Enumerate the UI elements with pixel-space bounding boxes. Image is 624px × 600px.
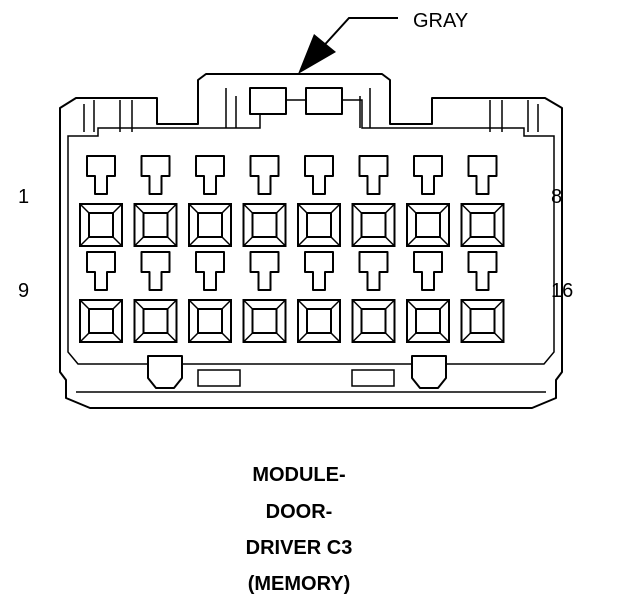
pin-cavity-inner — [415, 212, 441, 238]
pin-latch-tab — [467, 251, 498, 291]
pin-cavity-inner — [251, 212, 278, 238]
pin-cavity-2 — [133, 155, 178, 247]
pin-cavity-inner — [306, 308, 332, 334]
pin-latch-tab — [413, 251, 443, 291]
pin-cavity-7 — [406, 155, 450, 247]
pin-cavity-bevel — [79, 203, 123, 247]
pin-cavities — [79, 155, 505, 343]
pin-cavity-8 — [460, 155, 505, 247]
pin-cavity-inner — [142, 212, 169, 238]
pin-cavity-15 — [406, 251, 450, 343]
pin-cavity-inner — [251, 308, 278, 334]
pin-cavity-bevel — [351, 203, 396, 247]
pin-cavity-bevel — [242, 299, 287, 343]
pin-latch-tab — [304, 251, 334, 291]
latch-block-right — [305, 87, 343, 115]
pin-cavity-bevel — [406, 299, 450, 343]
pin-cavity-inner — [88, 212, 114, 238]
side-tower-left — [83, 100, 133, 132]
pin-label-8: 8 — [551, 186, 562, 208]
pin-cavity-inner — [197, 308, 223, 334]
latch-block-left — [249, 87, 287, 115]
pin-cavity-inner — [360, 212, 387, 238]
title-line-3: DRIVER C3 — [246, 537, 353, 559]
pin-cavity-bevel — [188, 203, 232, 247]
pin-cavity-bevel — [297, 203, 341, 247]
pin-cavity-bevel — [351, 299, 396, 343]
pin-latch-tab — [86, 251, 116, 291]
pin-latch-tab — [358, 251, 389, 291]
pin-cavity-inner — [197, 212, 223, 238]
pin-cavity-bevel — [188, 299, 232, 343]
pin-latch-tab — [413, 155, 443, 195]
pin-cavity-inner — [306, 212, 332, 238]
color-label: GRAY — [413, 10, 468, 32]
pin-cavity-inner — [88, 308, 114, 334]
connector-title: MODULE- DOOR- DRIVER C3 (MEMORY) — [246, 464, 353, 595]
pin-latch-tab — [140, 251, 171, 291]
pin-cavity-12 — [242, 251, 287, 343]
pin-cavity-5 — [297, 155, 341, 247]
pin-cavity-bevel — [460, 203, 505, 247]
pin-latch-tab — [140, 155, 171, 195]
pin-cavity-inner — [415, 308, 441, 334]
pin-cavity-13 — [297, 251, 341, 343]
pin-cavity-bevel — [79, 299, 123, 343]
pin-latch-tab — [249, 155, 280, 195]
title-line-4: (MEMORY) — [248, 573, 351, 595]
pin-cavity-bevel — [242, 203, 287, 247]
pin-cavity-1 — [79, 155, 123, 247]
pin-cavity-bevel — [133, 299, 178, 343]
pin-cavity-inner — [360, 308, 387, 334]
pin-cavity-9 — [79, 251, 123, 343]
pin-cavity-bevel — [297, 299, 341, 343]
pin-cavity-10 — [133, 251, 178, 343]
pin-latch-tab — [304, 155, 334, 195]
pin-cavity-bevel — [460, 299, 505, 343]
pin-cavity-inner — [142, 308, 169, 334]
connector-body — [59, 73, 563, 409]
pin-cavity-bevel — [406, 203, 450, 247]
bottom-slot-right — [351, 369, 395, 387]
bottom-foot-right — [411, 355, 447, 389]
pin-latch-tab — [467, 155, 498, 195]
title-line-1: MODULE- — [252, 464, 345, 486]
bottom-slot-left — [197, 369, 241, 387]
pin-cavity-inner — [469, 212, 496, 238]
pin-label-1: 1 — [18, 186, 29, 208]
bottom-foot-left — [147, 355, 183, 389]
pin-latch-tab — [358, 155, 389, 195]
pin-cavity-14 — [351, 251, 396, 343]
connector-shell — [59, 73, 563, 409]
pin-latch-tab — [195, 251, 225, 291]
pin-cavity-inner — [469, 308, 496, 334]
pin-label-16: 16 — [551, 280, 573, 302]
pin-latch-tab — [86, 155, 116, 195]
color-callout: GRAY — [298, 10, 468, 74]
pin-latch-tab — [249, 251, 280, 291]
pin-cavity-4 — [242, 155, 287, 247]
pin-latch-tab — [195, 155, 225, 195]
callout-arrowhead — [298, 34, 336, 74]
pin-cavity-3 — [188, 155, 232, 247]
pin-cavity-11 — [188, 251, 232, 343]
pin-cavity-16 — [460, 251, 505, 343]
latch-rails — [225, 88, 371, 128]
pin-cavity-bevel — [133, 203, 178, 247]
pin-cavity-6 — [351, 155, 396, 247]
connector-inner-frame — [67, 99, 555, 365]
pin-label-9: 9 — [18, 280, 29, 302]
side-tower-right — [489, 100, 539, 132]
title-line-2: DOOR- — [266, 501, 333, 523]
